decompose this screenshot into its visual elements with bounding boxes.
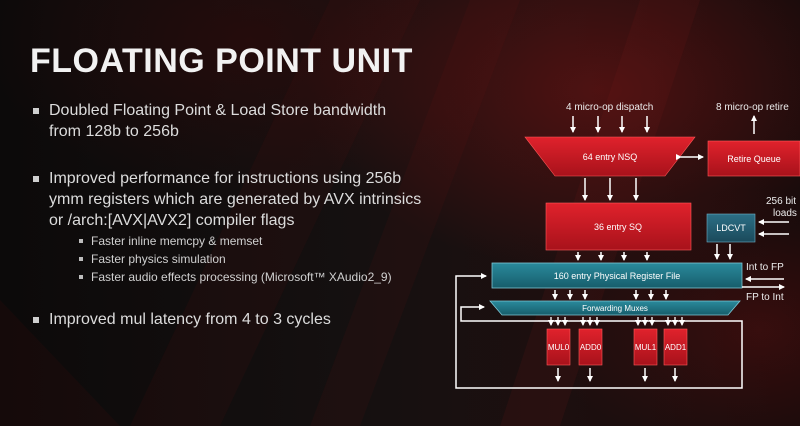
ldcvt-block [706,213,756,243]
mul0-label: MUL0 [548,343,570,352]
int-to-fp-label: Int to FP [746,262,784,273]
add1-label: ADD1 [665,343,687,352]
prf-to-mux-arrows [552,290,669,300]
sq-to-prf-arrows [575,252,650,261]
load-arrows [714,219,789,260]
register-file-block [491,262,743,289]
add0-unit [578,328,603,366]
retire-label: 8 micro-op retire [716,102,789,113]
sq-label: 36 entry SQ [594,222,642,232]
sub-bullet-list: Faster inline memcpy & memset Faster phy… [33,232,392,286]
add0-label: ADD0 [580,343,602,352]
dispatch-label: 4 micro-op dispatch [566,102,653,113]
add1-unit [663,328,688,366]
sub-bullet-item: Faster physics simulation [79,250,392,268]
loads-label-line1: 256 bit [766,196,796,207]
sub-bullet-item: Faster audio effects processing (Microso… [79,268,392,286]
register-file-label: 160 entry Physical Register File [554,271,681,281]
ldcvt-label: LDCVT [716,223,746,233]
retire-queue-block [707,140,800,177]
sq-block [545,202,692,251]
loads-label-line2: loads [773,208,797,219]
writeback-bus [455,273,743,389]
forwarding-muxes-block [489,300,741,316]
nsq-label: 64 entry NSQ [583,152,638,162]
bullet-item: Improved performance for instructions us… [33,168,439,231]
mul1-unit [633,328,658,366]
fp-to-int-label: FP to Int [746,292,784,303]
dispatch-arrows [570,115,757,134]
mul0-unit [546,328,571,366]
nsq-block [524,136,696,177]
retire-queue-label: Retire Queue [727,154,781,164]
bullet-item: Doubled Floating Point & Load Store band… [33,100,389,142]
forwarding-muxes-label: Forwarding Muxes [582,304,648,313]
sub-bullet-item: Faster inline memcpy & memset [79,232,392,250]
slide-title: FLOATING POINT UNIT [30,42,413,80]
nsq-to-sq-arrows [582,178,639,201]
unit-output-arrows [555,368,678,382]
mul1-label: MUL1 [635,343,657,352]
bullet-item: Improved mul latency from 4 to 3 cycles [33,309,439,330]
